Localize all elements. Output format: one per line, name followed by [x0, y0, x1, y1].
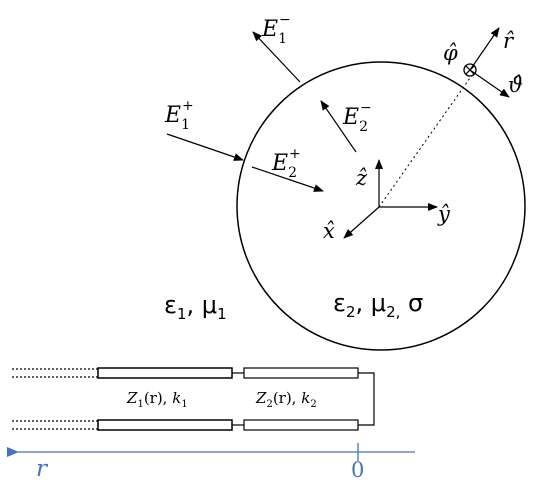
z-axis-label: ẑ — [355, 166, 368, 190]
radius-line — [378, 77, 471, 208]
e1-minus-arrow — [252, 31, 301, 83]
e2-minus-label: E2− — [342, 100, 372, 135]
radial-axis-label: r — [36, 456, 49, 482]
section-z2-bottom — [243, 419, 359, 431]
section-z1-bottom — [97, 419, 233, 431]
y-axis-label: ŷ — [437, 202, 451, 226]
r-hat-label: r̂ — [503, 29, 515, 53]
theta-hat-label: ϑ̂ — [508, 73, 523, 97]
termination — [358, 372, 375, 426]
section-z1-label: Z1(r), k1 — [126, 389, 188, 410]
transmission-line — [12, 367, 375, 431]
section-z2-top — [243, 367, 359, 379]
e2-plus-arrow — [251, 166, 324, 192]
e1-plus-label: E1+ — [164, 98, 194, 133]
e2-minus-arrow — [320, 100, 357, 153]
section-z1-top — [97, 367, 233, 379]
x-axis-label: x̂ — [323, 219, 335, 243]
e1-minus-label: E1− — [261, 12, 291, 47]
origin-label: 0 — [351, 458, 364, 482]
e1-plus-arrow — [166, 133, 244, 161]
x-axis-arrow — [343, 206, 380, 239]
section-z2-label: Z2(r), k2 — [255, 389, 317, 410]
r-hat-arrow — [469, 27, 500, 71]
outer-medium-label: ε1, μ1 — [164, 291, 227, 323]
phi-label: φ̂ — [443, 41, 458, 65]
sphere-boundary — [236, 61, 526, 351]
inner-medium-label: ε2, μ2, σ — [333, 289, 423, 321]
theta-hat-arrow — [469, 69, 510, 98]
e2-plus-label: E2+ — [271, 146, 301, 181]
